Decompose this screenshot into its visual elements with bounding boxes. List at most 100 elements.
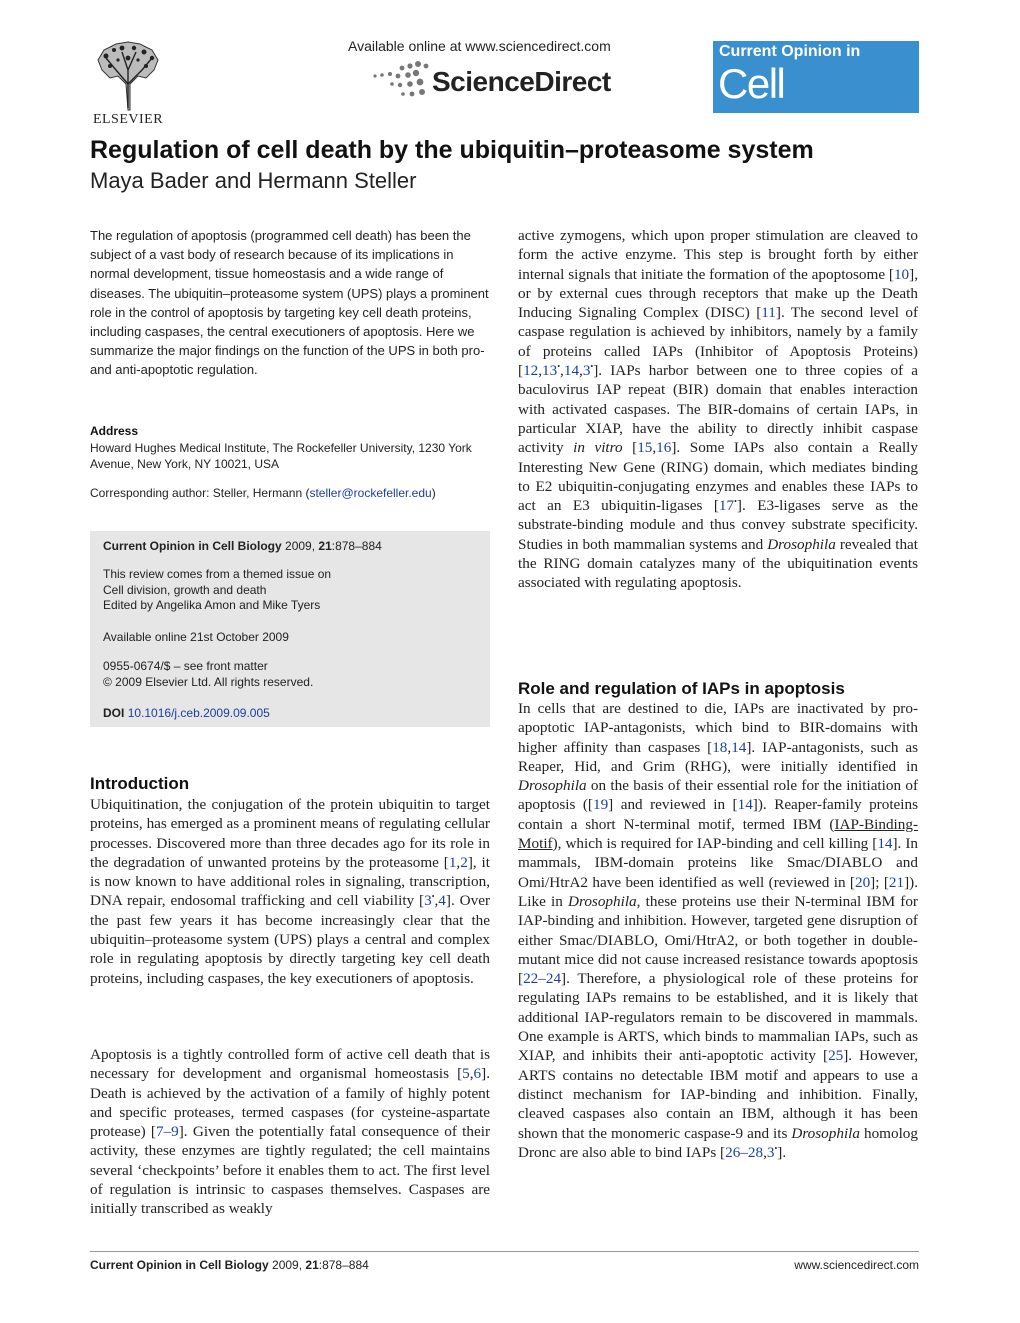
text-run: Apoptosis is a tightly controlled form o… xyxy=(90,1046,490,1083)
citation-link[interactable]: 7–9 xyxy=(155,1123,179,1141)
citation-link[interactable]: 21 xyxy=(888,873,905,891)
text-run: ]; [ xyxy=(870,873,889,891)
italic-run: Drosophila xyxy=(767,535,836,553)
citation-link[interactable]: 3 xyxy=(766,1143,775,1161)
footer-year: 2009, xyxy=(272,1258,303,1272)
recommended-marker-icon: • xyxy=(774,1143,778,1153)
address-text: Howard Hughes Medical Institute, The Roc… xyxy=(90,441,472,471)
text-run: ]. In mammals, IBM-domain proteins like … xyxy=(518,835,918,891)
citation-link[interactable]: 3 xyxy=(424,892,432,910)
citation-link[interactable]: 1 xyxy=(448,853,457,871)
citation-link[interactable]: 2 xyxy=(460,853,468,871)
doi-link[interactable]: 10.1016/j.ceb.2009.09.005 xyxy=(127,706,270,720)
citation-link[interactable]: 10 xyxy=(893,265,910,283)
info-theme-line1: This review comes from a themed issue on xyxy=(103,567,332,581)
recommended-marker-icon: • xyxy=(590,362,594,372)
text-run: ], or by external cues through receptors… xyxy=(518,265,918,322)
article-title: Regulation of cell death by the ubiquiti… xyxy=(90,136,814,164)
citation-link[interactable]: 13 xyxy=(542,362,558,380)
text-run: active zymogens, which upon proper stimu… xyxy=(518,227,918,283)
citation-link[interactable]: 25 xyxy=(828,1047,844,1065)
citation-link[interactable]: 18 xyxy=(712,738,728,756)
corresponding-close: ) xyxy=(431,486,436,500)
citation-link[interactable]: 11 xyxy=(761,304,776,322)
text-run: ]. xyxy=(777,1143,787,1161)
journal-badge-line2: Cell Biology xyxy=(718,60,847,157)
text-run: ] and reviewed in [ xyxy=(608,796,738,814)
recommended-marker-icon: • xyxy=(557,362,561,372)
info-copyright: © 2009 Elsevier Ltd. All rights reserved… xyxy=(103,675,314,689)
citation-link[interactable]: 3 xyxy=(582,362,591,380)
corresponding-label: Corresponding author: Steller, Hermann ( xyxy=(90,486,310,500)
citation-link[interactable]: 26–28 xyxy=(725,1143,764,1161)
footer-divider xyxy=(90,1251,919,1252)
article-authors: Maya Bader and Hermann Steller xyxy=(90,168,417,193)
introduction-paragraph-2: Apoptosis is a tightly controlled form o… xyxy=(90,1046,490,1218)
right-paragraph-2: In cells that are destined to die, IAPs … xyxy=(518,700,919,1161)
article-info-box: Current Opinion in Cell Biology 2009, 21… xyxy=(90,531,490,727)
right-paragraph-1: active zymogens, which upon proper stimu… xyxy=(518,227,919,592)
text-run: revealed that the RING domain catalyzes … xyxy=(518,535,919,592)
text-run: homolog Dronc are also able to bind IAPs… xyxy=(518,1124,918,1161)
citation-link[interactable]: 17 xyxy=(718,497,735,515)
elsevier-logo: ELSEVIER xyxy=(88,40,168,130)
introduction-heading: Introduction xyxy=(90,774,190,793)
text-run: ), which is required for IAP-binding and… xyxy=(552,835,878,853)
text-run: ]. Some IAPs also contain a Really Inter… xyxy=(518,439,918,515)
info-doi: DOI 10.1016/j.ceb.2009.09.005 xyxy=(103,706,270,720)
citation-link[interactable]: 19 xyxy=(592,796,609,814)
doi-label: DOI xyxy=(103,706,125,720)
sciencedirect-logo[interactable]: ScienceDirect xyxy=(372,58,612,102)
footer-citation: Current Opinion in Cell Biology 2009, 21… xyxy=(90,1258,369,1272)
info-year: 2009, xyxy=(285,539,316,553)
elsevier-tree-icon xyxy=(88,40,168,112)
recommended-marker-icon: • xyxy=(734,497,737,507)
recommended-marker-icon: • xyxy=(431,892,435,902)
footer-volume: 21 xyxy=(305,1258,319,1272)
sciencedirect-wordmark: ScienceDirect xyxy=(432,66,611,97)
info-issn-line: 0955-0674/$ – see front matter xyxy=(103,659,268,673)
italic-run: Drosophila xyxy=(568,892,637,910)
info-journal: Current Opinion in Cell Biology xyxy=(103,539,282,553)
info-theme-line3: Edited by Angelika Amon and Mike Tyers xyxy=(103,598,321,612)
info-pages: :878–884 xyxy=(331,539,382,553)
text-run: on the basis of their essential role for… xyxy=(518,777,918,814)
citation-link[interactable]: 4 xyxy=(438,892,446,910)
address-heading: Address xyxy=(90,424,139,438)
info-theme: This review comes from a themed issue on… xyxy=(103,567,331,614)
citation-link[interactable]: 14 xyxy=(877,835,893,853)
citation-link[interactable]: 16 xyxy=(656,439,672,457)
info-citation: Current Opinion in Cell Biology 2009, 21… xyxy=(103,539,382,553)
text-run: ]. Given the potentially fatal consequen… xyxy=(90,1123,490,1218)
text-run: , these proteins use their N-terminal IB… xyxy=(518,892,918,988)
introduction-paragraph-1: Ubiquitination, the conjugation of the p… xyxy=(90,796,491,987)
text-run: ]. The second level of caspase regulatio… xyxy=(518,304,919,380)
text-run: Ubiquitination, the conjugation of the p… xyxy=(90,796,490,871)
text-run: ], it is now known to have additional ro… xyxy=(90,853,491,910)
text-run: ]. IAP-antagonists, such as Reaper, Hid,… xyxy=(518,738,918,775)
citation-link[interactable]: 14 xyxy=(731,738,747,756)
available-online-text[interactable]: Available online at www.sciencedirect.co… xyxy=(348,38,611,54)
citation-link[interactable]: 15 xyxy=(637,439,653,457)
info-theme-line2: Cell division, growth and death xyxy=(103,582,267,597)
text-run: ]). Like in xyxy=(518,873,918,910)
citation-link[interactable]: 5 xyxy=(462,1065,470,1083)
footer-journal: Current Opinion in Cell Biology xyxy=(90,1258,269,1272)
journal-badge[interactable]: Current Opinion in Cell Biology xyxy=(713,41,919,157)
footer-url[interactable]: www.sciencedirect.com xyxy=(794,1258,919,1272)
text-run: ]. However, ARTS contains no detectable … xyxy=(518,1047,918,1142)
underlined-run: IAP-Binding-Motif xyxy=(518,815,918,853)
citation-link[interactable]: 12 xyxy=(523,362,539,380)
italic-run: in vitro xyxy=(573,439,623,457)
citation-link[interactable]: 22–24 xyxy=(523,970,562,988)
citation-link[interactable]: 14 xyxy=(737,796,753,814)
text-run: In cells that are destined to die, IAPs … xyxy=(518,700,918,756)
iap-section-heading: Role and regulation of IAPs in apoptosis xyxy=(518,679,845,698)
citation-link[interactable]: 6 xyxy=(473,1065,482,1083)
corresponding-author: Corresponding author: Steller, Hermann (… xyxy=(90,486,436,500)
citation-link[interactable]: 14 xyxy=(563,362,580,380)
author-email-link[interactable]: steller@rockefeller.edu xyxy=(309,486,432,500)
citation-link[interactable]: 20 xyxy=(854,873,871,891)
publisher-name: ELSEVIER xyxy=(92,112,164,127)
info-issn: 0955-0674/$ – see front matter © 2009 El… xyxy=(103,658,313,690)
